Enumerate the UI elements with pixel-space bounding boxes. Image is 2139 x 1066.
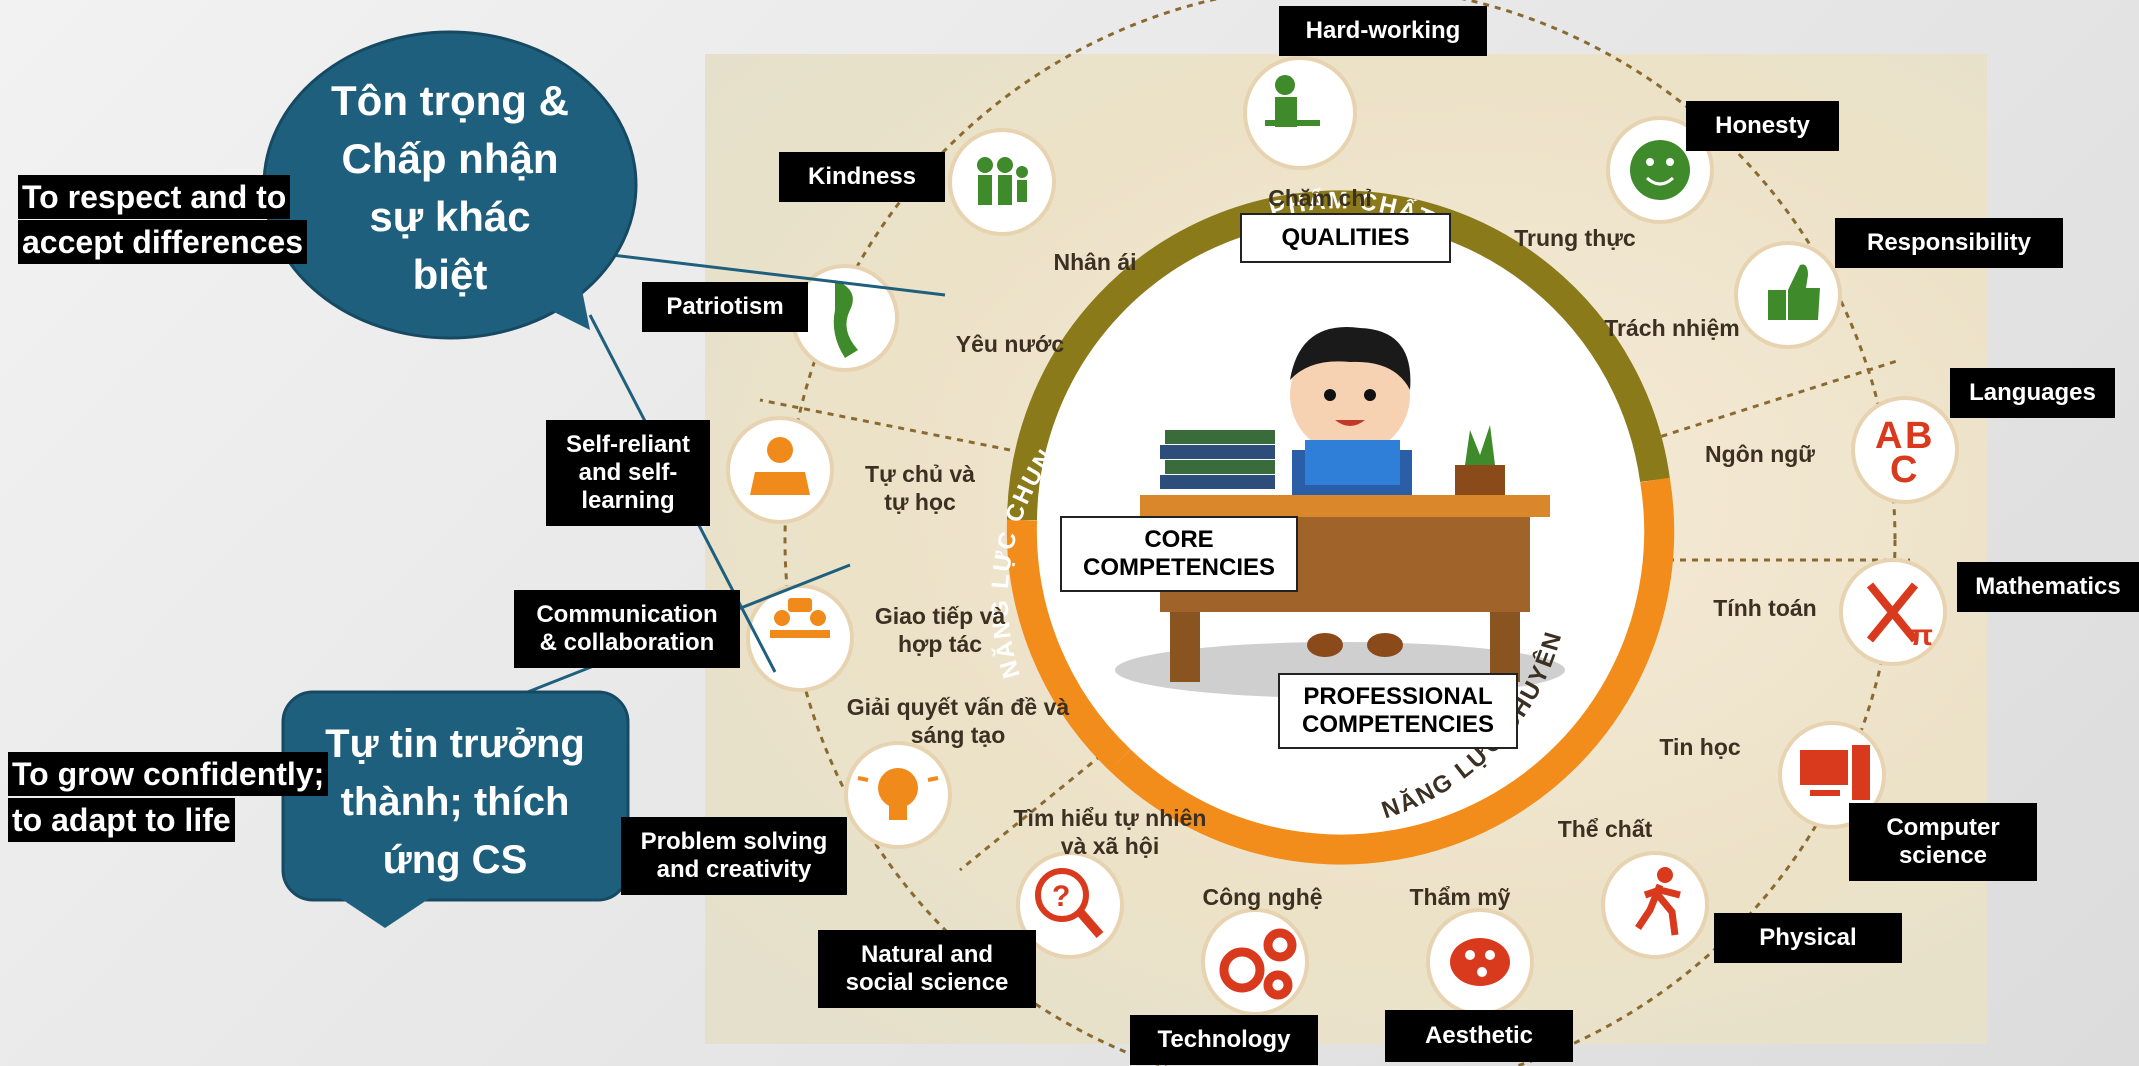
- svg-text:π: π: [1910, 619, 1933, 652]
- confident-bubble-text: Tự tin trưởng thành; thích ứng CS: [325, 722, 585, 882]
- svg-text:A: A: [1875, 415, 1902, 457]
- label-natural-social-science: Natural and social science: [818, 930, 1036, 1008]
- desk-worker-icon: [1265, 75, 1320, 127]
- label-patriotism: Patriotism: [642, 282, 808, 332]
- label-technology: Technology: [1130, 1015, 1318, 1065]
- vn-label: Yêu nước: [955, 331, 1065, 357]
- label-problem-solving: Problem solving and creativity: [621, 817, 847, 895]
- svg-text:?: ?: [1052, 880, 1070, 913]
- vn-label: Giao tiếp và hợp tác: [874, 603, 1006, 657]
- vietnam-map-icon: [833, 280, 858, 358]
- vn-label: Công nghệ: [1202, 884, 1323, 910]
- ring-orange-bottom: [1109, 477, 1675, 865]
- respect-bubble-text: Tôn trọng & Chấp nhận sự khác biệt: [331, 77, 569, 298]
- math-tools-icon: π: [1866, 582, 1933, 652]
- svg-text:B: B: [1905, 415, 1932, 457]
- connector-line: [611, 253, 946, 297]
- vn-label: Giải quyết vấn đề và sáng tạo: [846, 694, 1070, 748]
- label-aesthetic: Aesthetic: [1385, 1010, 1573, 1062]
- vn-label: Thể chất: [1557, 816, 1653, 842]
- vn-label: Tìm hiểu tự nhiên và xã hội: [1013, 805, 1207, 859]
- grow-caption-line-2: to adapt to life: [8, 798, 235, 842]
- respect-caption-line-2: accept differences: [18, 220, 308, 264]
- core-competencies-label: CORE COMPETENCIES: [1060, 516, 1298, 592]
- reader-icon: [750, 437, 810, 495]
- computer-icon: [1800, 745, 1870, 800]
- vn-label: Tự chủ và tự học: [865, 461, 975, 515]
- vn-label: Trách nhiệm: [1604, 315, 1740, 341]
- ring-olive: [1007, 190, 1670, 521]
- ring-orange-left: [1006, 519, 1131, 771]
- vn-label: Nhân ái: [1053, 249, 1137, 275]
- vn-label: Ngôn ngữ: [1705, 441, 1815, 467]
- label-computer-science: Computer science: [1849, 803, 2037, 881]
- label-honesty: Honesty: [1686, 101, 1839, 151]
- svg-text:C: C: [1890, 449, 1917, 491]
- separator: [1649, 358, 1901, 442]
- label-hard-working: Hard-working: [1279, 6, 1487, 56]
- label-physical: Physical: [1714, 913, 1902, 963]
- label-communication: Communication & collaboration: [514, 590, 740, 668]
- label-mathematics: Mathematics: [1957, 562, 2139, 612]
- confident-bubble-shape: [281, 690, 630, 928]
- qualities-label: QUALITIES: [1240, 213, 1451, 263]
- thumbs-up-icon: [1768, 264, 1820, 320]
- smiley-icon: [1630, 140, 1690, 200]
- separator: [959, 738, 1121, 872]
- family-icon: [977, 157, 1028, 205]
- label-languages: Languages: [1950, 368, 2115, 418]
- label-responsibility: Responsibility: [1835, 218, 2063, 268]
- vn-label: Trung thực: [1514, 225, 1636, 251]
- gears-icon: [1219, 928, 1297, 1000]
- professional-competencies-label: PROFESSIONAL COMPETENCIES: [1278, 673, 1518, 749]
- grow-caption-line-1: To grow confidently;: [8, 752, 329, 796]
- lightbulb-icon: [857, 768, 939, 820]
- magnifier-question-icon: ?: [1035, 868, 1104, 938]
- label-kindness: Kindness: [779, 152, 945, 202]
- respect-caption-line-1: To respect and to: [18, 175, 291, 219]
- palette-icon: [1450, 938, 1510, 986]
- vn-label: Thẩm mỹ: [1409, 884, 1511, 910]
- vn-label: Chăm chỉ: [1268, 185, 1372, 211]
- vn-label: Tin học: [1659, 734, 1741, 760]
- collaboration-icon: [770, 598, 830, 638]
- outer-ring: [783, 0, 1897, 1066]
- runner-icon: [1635, 867, 1681, 936]
- vn-label: Tính toán: [1713, 595, 1817, 621]
- label-self-reliant: Self-reliant and self-learning: [546, 420, 710, 526]
